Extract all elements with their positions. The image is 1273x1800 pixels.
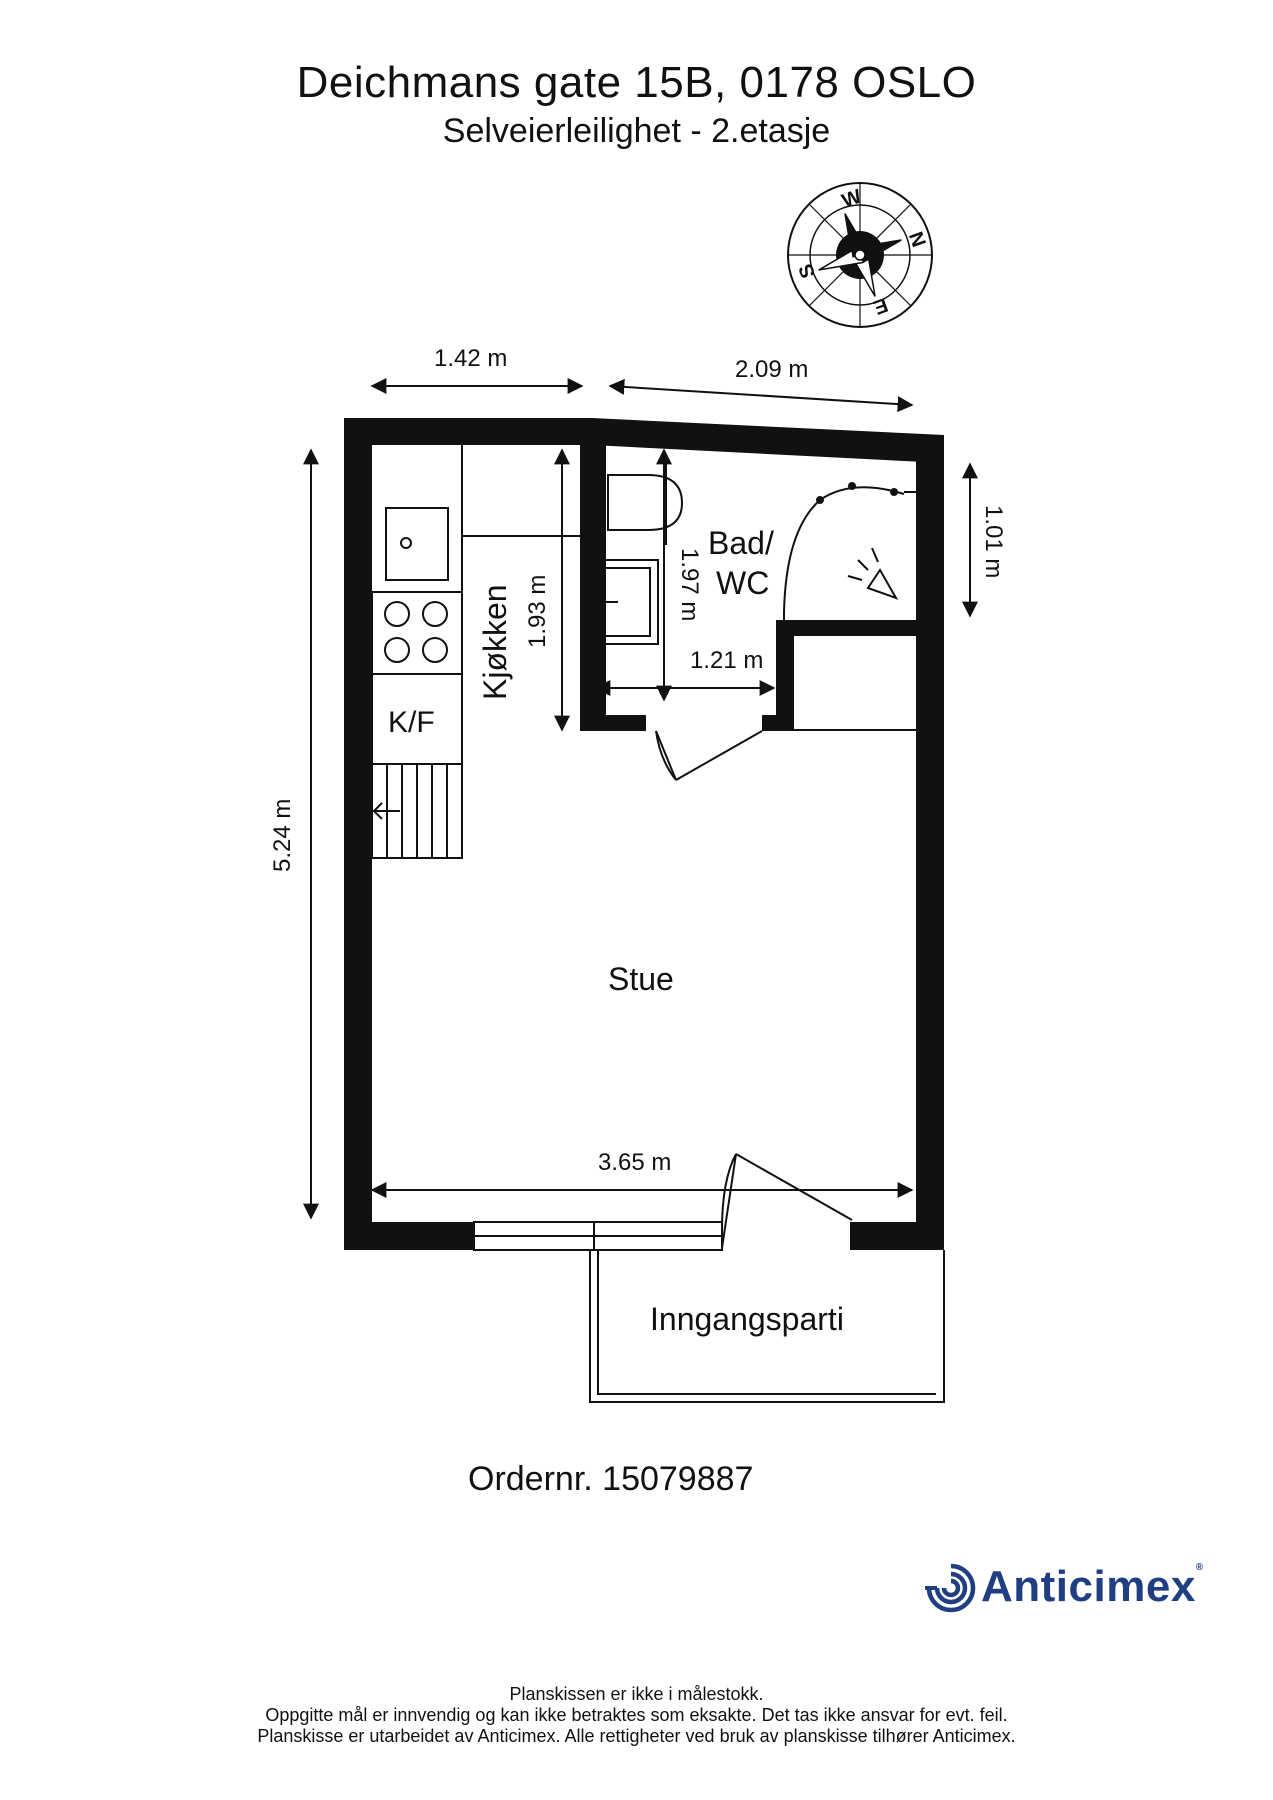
brand-name: Anticimex® — [981, 1562, 1204, 1611]
dimension-label-bath-width: 1.21 m — [690, 647, 763, 674]
dimension-label-top-left: 1.42 m — [434, 345, 507, 372]
footer-line-3: Planskisse er utarbeidet av Anticimex. A… — [257, 1726, 1016, 1746]
compass-icon — [787, 182, 933, 328]
dimension-label-total-height: 5.24 m — [269, 799, 296, 872]
shower-icon — [783, 482, 916, 620]
stove-icon — [384, 601, 448, 663]
toilet-icon — [607, 460, 684, 545]
walls — [344, 418, 944, 1250]
footer-line-1: Planskissen er ikke i målestokk. — [509, 1684, 764, 1704]
dimension-label-bath-depth: 1.97 m — [676, 548, 703, 621]
room-label-fridge: K/F — [388, 706, 435, 739]
room-label-bath-line2: WC — [716, 565, 769, 601]
anticimex-logo-icon — [925, 1563, 976, 1613]
room-label-entrance: Inngangsparti — [650, 1301, 844, 1337]
dimension-label-living-width: 3.65 m — [598, 1149, 671, 1176]
plan-address-title: Deichmans gate 15B, 0178 OSLO — [296, 58, 977, 107]
dimension-lines — [303, 378, 978, 1220]
bathroom-door — [655, 730, 763, 781]
dimension-label-bath-right: 1.01 m — [980, 505, 1007, 578]
dimension-label-kitchen-depth: 1.93 m — [524, 575, 551, 648]
brand-logo: Anticimex® — [923, 1560, 1223, 1620]
room-label-kitchen: Kjøkken — [477, 584, 513, 700]
footer-line-2: Oppgitte mål er innvendig og kan ikke be… — [265, 1705, 1008, 1725]
window — [473, 1221, 723, 1251]
room-label-living: Stue — [608, 961, 674, 997]
footer-disclaimer: Planskissen er ikke i målestokk. Oppgitt… — [0, 1684, 1273, 1747]
entrance-door — [721, 1153, 853, 1250]
sink-drain-icon — [400, 537, 412, 549]
entrance-area — [589, 1250, 945, 1403]
compass-label-n: N — [904, 229, 930, 250]
room-label-bath-line1: Bad/ — [708, 525, 774, 561]
plan-subtitle: Selveierleilighet - 2.etasje — [442, 112, 831, 150]
order-number: Ordernr. 15079887 — [468, 1460, 754, 1498]
dimension-label-top-right: 2.09 m — [735, 356, 808, 383]
stairs — [371, 763, 463, 859]
